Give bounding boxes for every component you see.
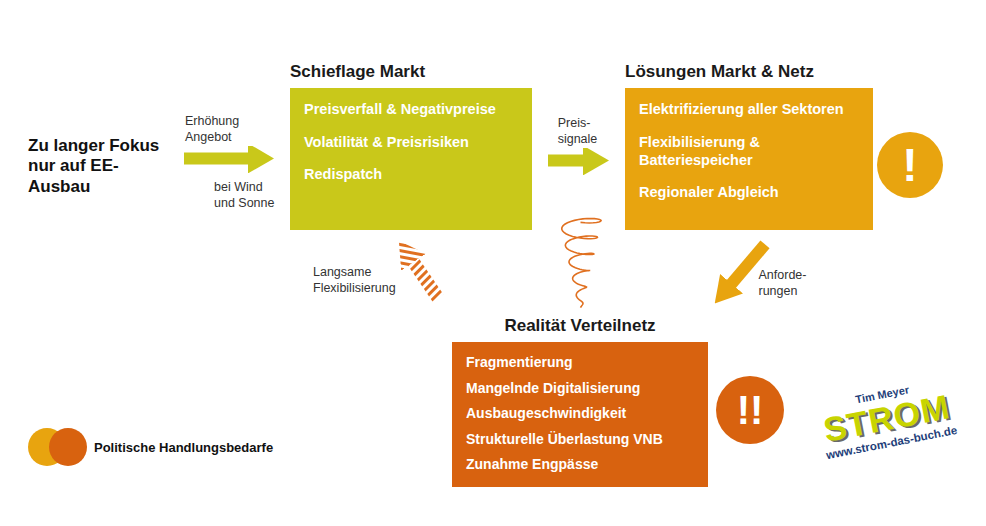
flow-arrow xyxy=(407,252,438,298)
box-item: Redispatch xyxy=(304,165,518,183)
edge-label: Langsame Flexibilisierung xyxy=(311,264,401,297)
box-item: Mangelnde Digitalisierung xyxy=(466,380,694,398)
arrow-note: bei Wind und Sonne xyxy=(214,180,286,211)
alert-mark: !! xyxy=(737,390,764,430)
text-node: Zu langer Fokus nur auf EE-Ausbau xyxy=(28,136,178,197)
box-item: Flexibilisierung & Batteriespeicher xyxy=(639,133,859,169)
spiral-decoration xyxy=(562,218,601,307)
box-item: Elektrifizierung aller Sektoren xyxy=(639,100,859,118)
process-box: Schieflage MarktPreisverfall & Negativpr… xyxy=(290,62,532,230)
flow-arrow xyxy=(184,152,260,164)
legend-item: Politische Handlungsbedarfe xyxy=(28,426,273,468)
process-box: Lösungen Markt & NetzElektrifizierung al… xyxy=(625,62,873,230)
box-item: Preisverfall & Negativpreise xyxy=(304,100,518,118)
box-heading: Realität Verteilnetz xyxy=(452,316,708,336)
spiral-line xyxy=(562,218,601,307)
legend-text: Politische Handlungsbedarfe xyxy=(94,440,273,455)
box-heading: Lösungen Markt & Netz xyxy=(625,62,873,82)
box-item: Volatilität & Preisrisiken xyxy=(304,133,518,151)
alert-circle: !! xyxy=(716,376,784,444)
box-heading: Schieflage Markt xyxy=(290,62,532,82)
book-watermark: Tim MeyerSTROMwww.strom-das-buch.de xyxy=(807,374,966,464)
box-item: Regionaler Abgleich xyxy=(639,183,859,201)
edge-label: Anforde- rungen xyxy=(757,267,809,300)
node-text: Zu langer Fokus nur auf EE-Ausbau xyxy=(28,136,178,197)
box-item: Zunahme Engpässe xyxy=(466,456,694,474)
box-panel: Elektrifizierung aller SektorenFlexibili… xyxy=(625,88,873,230)
alert-mark: ! xyxy=(902,142,917,188)
edge-label: Erhöhung Angebot xyxy=(183,113,273,146)
edge-label: Preis- signale xyxy=(556,115,600,148)
alert-circle: ! xyxy=(877,132,943,198)
box-item: Fragmentierung xyxy=(466,354,694,372)
legend-swatch xyxy=(28,426,88,468)
flow-arrow xyxy=(548,154,595,166)
box-panel: FragmentierungMangelnde DigitalisierungA… xyxy=(452,342,708,487)
box-item: Ausbaugeschwindigkeit xyxy=(466,405,694,423)
box-item: Strukturelle Überlastung VNB xyxy=(466,431,694,449)
legend: Politische Handlungsbedarfe xyxy=(28,426,273,468)
swatch-circle xyxy=(49,428,87,466)
process-box: Realität VerteilnetzFragmentierungMangel… xyxy=(452,316,708,487)
box-panel: Preisverfall & NegativpreiseVolatilität … xyxy=(290,88,532,230)
